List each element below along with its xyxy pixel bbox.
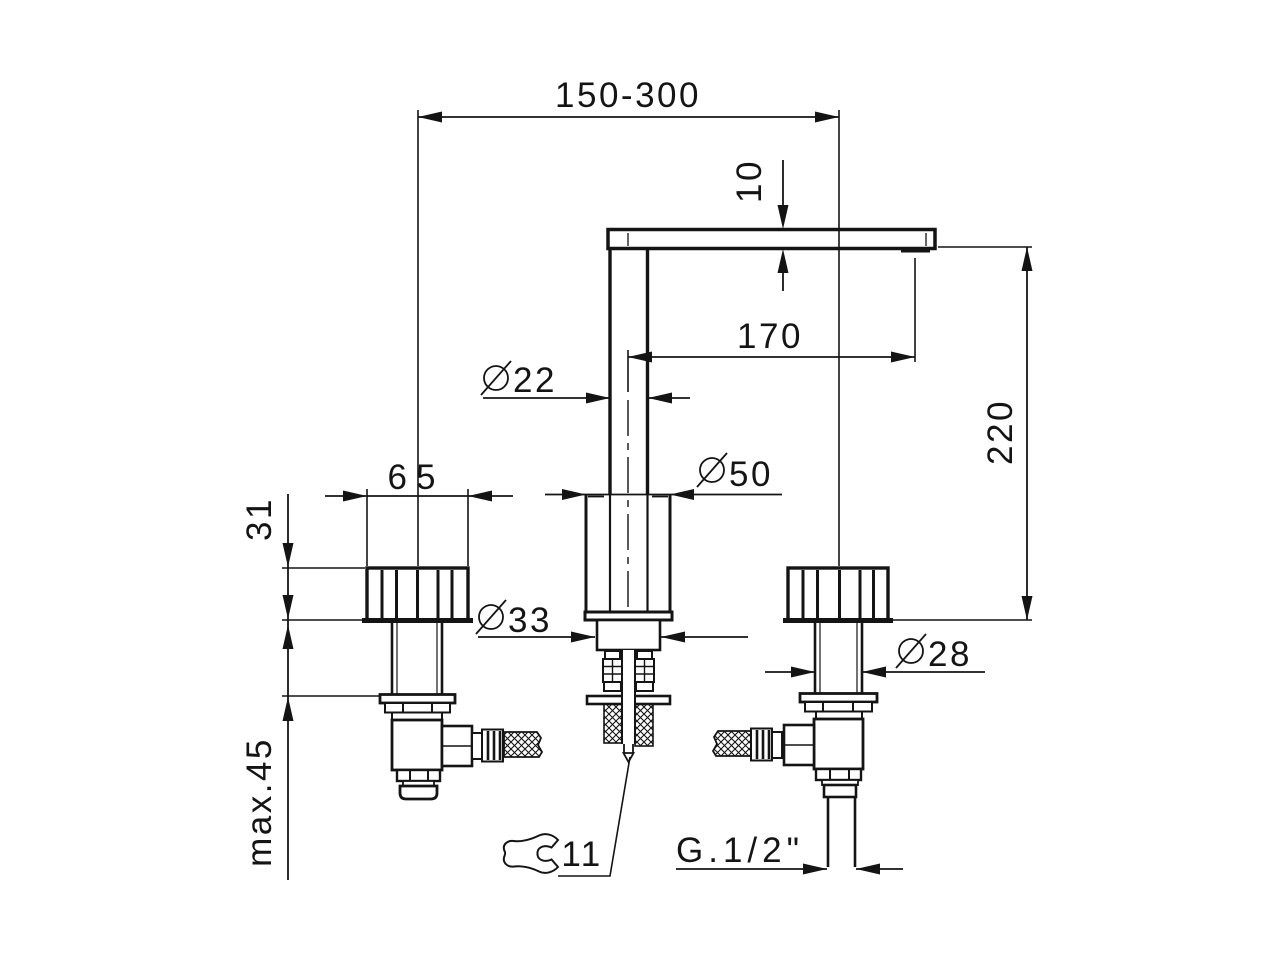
fixing-stud [621, 650, 636, 764]
right-supply-hose [711, 730, 752, 757]
center-fixing-assembly [585, 650, 672, 764]
dim-collar-diameter: 33 [475, 599, 748, 643]
dim-spout-reach: 170 [627, 258, 916, 392]
supply-pipe [826, 797, 857, 867]
base-collar [595, 618, 662, 652]
label-spout-height: 220 [981, 399, 1020, 465]
spout-outlet [901, 248, 930, 253]
left-valve-port [440, 724, 544, 768]
dim-handle-width: 65 [325, 458, 513, 566]
dim-center-spread: 150-300 [417, 76, 840, 566]
label-spout-thickness: 10 [730, 159, 769, 203]
left-flange [378, 693, 457, 705]
label-handle-width: 65 [388, 458, 445, 497]
diameter-symbol [898, 638, 924, 664]
dim-base-diameter: 50 [545, 452, 782, 500]
supply-fitting-left [602, 650, 623, 692]
right-flange [798, 692, 879, 704]
dim-spout-thickness: 10 [730, 159, 789, 291]
dim-shank-diameter: 28 [765, 633, 985, 678]
left-handle [362, 566, 544, 801]
label-tube-diameter: 22 [513, 361, 557, 400]
wrench-icon [502, 833, 560, 874]
wrench-callout: 11 [502, 756, 631, 877]
left-valve-cap [398, 784, 439, 801]
diameter-symbol [483, 365, 509, 391]
left-supply-hose [503, 731, 544, 758]
dim-tube-diameter: 22 [480, 360, 690, 404]
supply-fitting-right [634, 650, 655, 692]
right-valve-port [711, 723, 816, 767]
diameter-symbol [699, 457, 725, 483]
right-valve-body [812, 717, 865, 771]
left-shank [390, 623, 444, 694]
label-wrench-size: 11 [561, 835, 602, 874]
dim-spout-height: 220 [892, 246, 1033, 621]
base-cylinder [583, 495, 674, 652]
label-collar-diameter: 33 [508, 601, 552, 640]
leader-line [558, 756, 631, 877]
label-base-diameter: 50 [729, 455, 773, 494]
label-shank-diameter: 28 [928, 635, 972, 674]
label-center-spread: 150-300 [555, 76, 701, 115]
diameter-symbol [478, 604, 504, 630]
spout [606, 227, 937, 612]
dim-thread-size: G.1/2" [676, 831, 903, 875]
spout-riser [608, 248, 650, 612]
label-thread-size: G.1/2" [676, 831, 804, 870]
label-handle-height: 31 [240, 497, 279, 541]
label-max-deck-thickness: max.45 [240, 737, 279, 867]
right-handle [711, 566, 893, 867]
dim-handle-height: 31 max.45 [240, 494, 380, 880]
label-spout-reach: 170 [737, 317, 803, 356]
left-valve-body [390, 718, 444, 772]
right-shank [813, 623, 864, 693]
